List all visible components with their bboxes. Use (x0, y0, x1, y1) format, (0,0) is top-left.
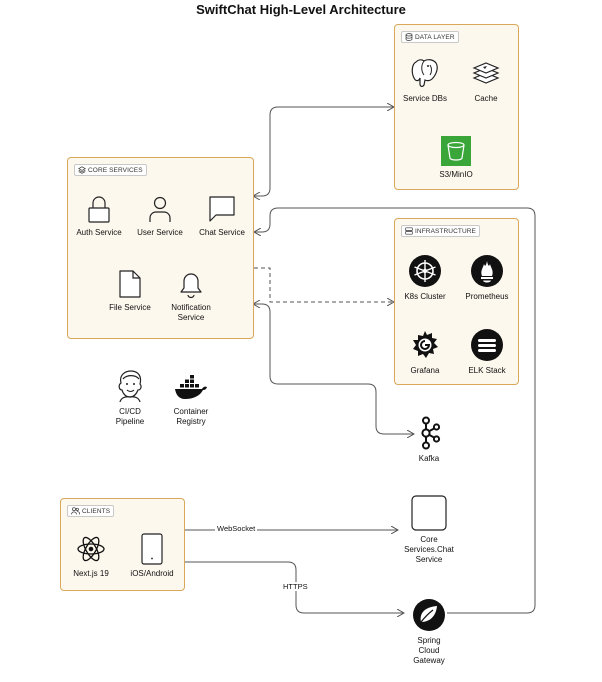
node-kafka[interactable]: Kafka (408, 416, 450, 464)
node-label: Chat Service (199, 228, 245, 237)
edge-label-websocket: WebSocket (215, 524, 258, 533)
group-tag-clients: CLIENTS (67, 505, 115, 517)
node-ios-android[interactable]: iOS/Android (123, 533, 181, 579)
redis-icon (472, 62, 500, 84)
node-label: Prometheus (465, 292, 509, 301)
edge-core-infra (254, 267, 394, 302)
node-label: ELK Stack (468, 366, 506, 375)
kafka-icon (421, 416, 441, 450)
database-icon (405, 33, 413, 41)
postgres-icon (411, 59, 438, 87)
node-label: Next.js 19 (73, 569, 109, 578)
group-data-layer: DATA LAYER (394, 24, 519, 190)
jenkins-icon (118, 370, 142, 403)
diagram-title: SwiftChat High-Level Architecture (196, 2, 406, 17)
group-infrastructure: INFRASTRUCTURE (394, 218, 519, 385)
edge-core-kafka (254, 304, 414, 434)
edge-gateway-core (254, 207, 536, 614)
node-s3[interactable]: S3/MinIO (428, 136, 484, 180)
node-file-service[interactable]: File Service (102, 269, 158, 313)
node-label: Grafana (410, 366, 440, 375)
edge-core-data (254, 107, 394, 196)
node-grafana[interactable]: Grafana (396, 328, 454, 376)
docker-icon (175, 375, 207, 399)
node-label: Auth Service (76, 228, 122, 237)
node-k8s-cluster[interactable]: K8s Cluster (396, 254, 454, 302)
group-core-services: CORE SERVICES (67, 157, 254, 339)
node-label: File Service (109, 303, 151, 312)
node-label: Kafka (418, 454, 440, 463)
group-tag-core-services: CORE SERVICES (74, 164, 147, 176)
kubernetes-icon (409, 255, 441, 287)
node-label: S3/MinIO (439, 170, 473, 179)
service-box-icon (411, 495, 447, 531)
users-icon (71, 507, 80, 515)
node-label: Service DBs (402, 94, 447, 103)
user-icon (149, 196, 171, 222)
bucket-icon (441, 136, 471, 166)
node-label: iOS/Android (130, 569, 174, 578)
node-label: K8s Cluster (404, 292, 446, 301)
node-label: Cache (474, 94, 498, 103)
lock-icon (88, 196, 110, 223)
edge-label-https: HTTPS (281, 582, 310, 591)
file-icon (119, 270, 141, 298)
node-service-dbs[interactable]: Service DBs (396, 56, 454, 104)
group-tag-infrastructure: INFRASTRUCTURE (401, 225, 480, 237)
server-icon (405, 227, 413, 235)
grafana-icon (413, 331, 438, 358)
node-nextjs[interactable]: Next.js 19 (63, 533, 119, 579)
prometheus-icon (471, 255, 503, 287)
layers-icon (78, 166, 86, 174)
phone-icon (141, 533, 163, 565)
node-chat-service[interactable]: Chat Service (193, 194, 251, 238)
bell-icon (180, 273, 202, 299)
spring-icon (413, 599, 445, 631)
node-prometheus[interactable]: Prometheus (458, 254, 516, 302)
node-elk-stack[interactable]: ELK Stack (458, 328, 516, 376)
group-tag-data-layer: DATA LAYER (401, 31, 459, 43)
node-label: User Service (137, 228, 183, 237)
react-icon (77, 536, 105, 562)
elk-icon (471, 329, 503, 361)
node-auth-service[interactable]: Auth Service (70, 194, 128, 238)
group-clients: CLIENTS (60, 498, 185, 591)
node-cache[interactable]: Cache (460, 58, 512, 104)
node-user-service[interactable]: User Service (131, 194, 189, 238)
chat-bubble-icon (209, 196, 235, 222)
